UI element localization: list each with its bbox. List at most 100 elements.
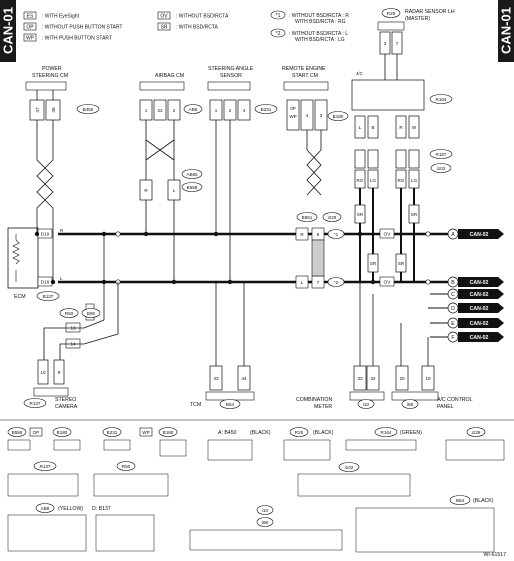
legend-op-text: : WITHOUT PUSH BUTTON START (42, 25, 122, 31)
svg-text:R164: R164 (436, 97, 447, 102)
svg-text:POWER: POWER (42, 66, 62, 72)
figure-id: WI-61517 (484, 552, 507, 558)
svg-text:SR: SR (357, 212, 364, 217)
svg-text:B551: B551 (302, 215, 313, 220)
remote-engine-start-cm: REMOTE ENGINE START CM 0P WP 4 3 B180 B5… (282, 66, 349, 289)
svg-text:L: L (359, 125, 362, 130)
bus-letter-d: D (447, 302, 459, 314)
svg-text:B231: B231 (107, 430, 118, 435)
bus-junctions (34, 231, 431, 285)
svg-text:OP: OP (33, 430, 40, 435)
connector-views: B556 OP B180 B231 WP B180 A: B450 (BLACK… (0, 419, 514, 553)
svg-text:22: 22 (157, 108, 163, 113)
svg-text:(BLACK): (BLACK) (250, 430, 271, 436)
svg-text:44: 44 (241, 376, 247, 381)
svg-text:WP: WP (289, 114, 296, 119)
svg-text:SR: SR (411, 212, 418, 217)
tcm-connector: B54 (226, 402, 235, 407)
legend-note2-text1: : WITHOUT BSD/RCTA : L (289, 31, 348, 37)
bus-letter-c: C (447, 288, 459, 300)
svg-text:4: 4 (306, 113, 309, 118)
can02-label-e: CAN-02 (458, 318, 504, 328)
svg-text:RG: RG (357, 178, 364, 183)
can02-label-f: CAN-02 (458, 332, 504, 342)
svg-text:10: 10 (40, 370, 46, 375)
svg-text:i102: i102 (437, 166, 446, 171)
legend-op-code: OP (26, 25, 34, 31)
svg-text:43: 43 (213, 376, 219, 381)
svg-text:D: D (451, 306, 455, 312)
bus-letter-a: A (447, 228, 459, 240)
legend-note1-text2: WITH BSD/RCTA : RG (295, 19, 346, 25)
svg-text:*2: *2 (334, 280, 339, 285)
svg-text:7: 7 (396, 41, 399, 46)
can-bus-lines: A B C D E F CAN-02 CAN-02 CAN-02 CAN-02 … (58, 228, 504, 343)
can02-label-b: CAN-02 (458, 277, 504, 287)
svg-text:R: R (144, 188, 148, 193)
svg-text:TCM: TCM (190, 402, 201, 408)
svg-text:i229: i229 (328, 215, 337, 220)
svg-text:CAN-02: CAN-02 (470, 321, 489, 327)
bus-letter-b: B (447, 276, 459, 288)
svg-text:2: 2 (173, 108, 176, 113)
svg-text:B556: B556 (187, 185, 198, 190)
bus-letter-f: F (447, 331, 459, 343)
svg-text:46: 46 (51, 107, 56, 113)
stereo-camera-connector: R137 (30, 401, 41, 406)
ecm-pin-d19: D19 (41, 232, 50, 237)
svg-text:6: 6 (317, 232, 320, 237)
svg-text:CAN-02: CAN-02 (470, 292, 489, 298)
legend-note2-code: *2 (276, 31, 281, 37)
svg-text:(MASTER): (MASTER) (405, 16, 430, 22)
svg-text:B180: B180 (57, 430, 68, 435)
sas-connector: B231 (261, 107, 272, 112)
svg-text:R: R (399, 125, 403, 130)
power-steering-cm: POWER STEERING CM 47 46 B450 (25, 66, 100, 282)
ac-control-panel: 20 19 i88 A/C CONTROL PANEL (391, 323, 473, 410)
svg-text:R137: R137 (40, 464, 51, 469)
svg-text:(YELLOW): (YELLOW) (58, 506, 83, 512)
svg-text:B: B (451, 280, 455, 286)
svg-text:START CM: START CM (292, 73, 318, 79)
svg-text:AIRBAG CM: AIRBAG CM (155, 73, 184, 79)
svg-text:i102: i102 (345, 465, 354, 470)
airbag-cm: AIRBAG CM 1 22 2 AB6 R L AB65 B556 (139, 73, 203, 282)
svg-text:CAN-02: CAN-02 (470, 232, 489, 238)
svg-text:R: R (300, 232, 304, 237)
svg-text:i88: i88 (262, 520, 269, 525)
svg-text:4: 4 (243, 108, 246, 113)
svg-text:SR: SR (370, 261, 377, 266)
svg-text:CAMERA: CAMERA (55, 404, 78, 410)
legend-note1-text1: : WITHOUT BSD/RCTA : R (289, 13, 349, 19)
radar-sensor-lh: R25 RADAR SENSOR LH (MASTER) 3 7 J/C R16… (351, 8, 455, 287)
svg-text:L: L (173, 188, 176, 193)
legend-wp-code: WP (26, 36, 35, 42)
svg-text:SENSOR: SENSOR (220, 73, 242, 79)
legend-ov-code: OV (160, 14, 168, 20)
can02-label-a: CAN-02 (458, 229, 504, 239)
legend-wp-text: : WITH PUSH BUTTON START (42, 36, 112, 42)
ecm-block: D19 D18 R L ECM B137 (7, 227, 64, 301)
svg-text:CAN-02: CAN-02 (470, 335, 489, 341)
legend-note2-text2: WITH BSD/RCTA : LG (295, 37, 345, 43)
svg-text:33: 33 (357, 376, 363, 381)
ac-connector: i88 (407, 402, 414, 407)
svg-text:9: 9 (58, 370, 61, 375)
svg-text:J/C: J/C (356, 71, 364, 76)
svg-text:STEERING CM: STEERING CM (32, 73, 68, 79)
svg-text:(GREEN): (GREEN) (400, 430, 422, 436)
svg-text:*1: *1 (334, 232, 339, 237)
legend-sr-code: SR (161, 25, 168, 31)
svg-text:L: L (60, 276, 63, 281)
svg-text:F: F (451, 335, 454, 341)
svg-text:E: E (451, 321, 455, 327)
legend-es-code: ES (27, 14, 34, 20)
power-steering-connector: B450 (83, 107, 94, 112)
svg-text:METER: METER (314, 404, 332, 410)
airbag-connector: AB6 (189, 107, 198, 112)
svg-text:A/C CONTROL: A/C CONTROL (437, 397, 473, 403)
svg-text:1: 1 (145, 108, 148, 113)
svg-text:RG: RG (398, 178, 405, 183)
svg-text:i10: i10 (262, 508, 269, 513)
